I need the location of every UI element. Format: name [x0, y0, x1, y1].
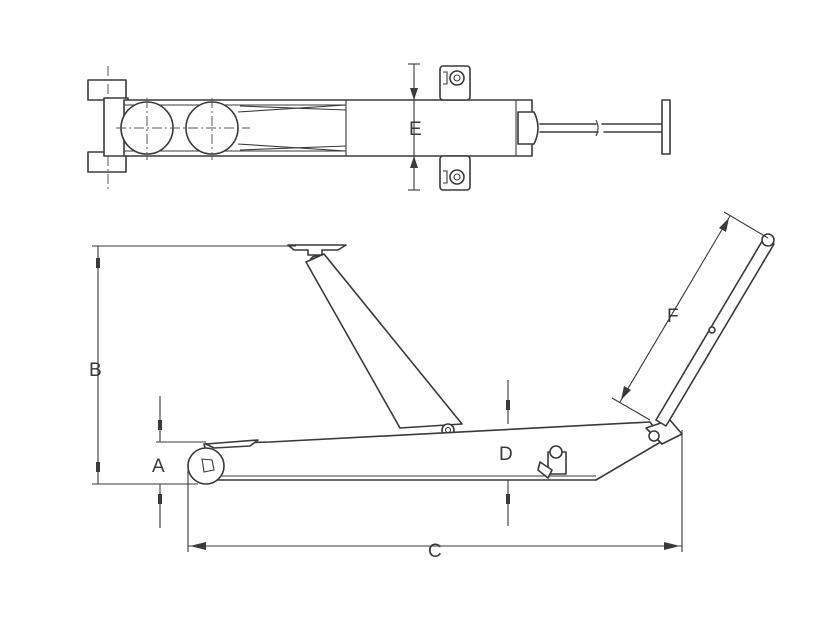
front-plate [205, 439, 259, 449]
handle-socket-pivot [648, 430, 660, 442]
top-handle-grip [661, 99, 671, 155]
handle-joint [708, 326, 716, 334]
top-castor-screw-lower-inner [453, 173, 461, 181]
label-e: E [409, 119, 422, 140]
lift-arm [305, 253, 463, 429]
top-pump-cap [517, 111, 539, 145]
dimension-d-mark-top [506, 400, 510, 410]
release-valve-lever [537, 461, 553, 479]
dimension-e-arrow-top [410, 88, 418, 100]
dimension-f-ext-bottom [611, 397, 651, 421]
dimension-c-arrow-right [664, 542, 680, 550]
top-view [87, 63, 671, 192]
dimension-f-arrow-top [719, 218, 729, 232]
top-castor-clip-upper [443, 71, 448, 85]
release-valve-knob [549, 445, 563, 459]
label-f: F [667, 306, 679, 327]
top-castor-screw-upper [449, 70, 465, 86]
side-view [92, 211, 775, 552]
dimension-a-mark-top [158, 420, 162, 430]
top-handle-break [595, 119, 599, 137]
top-castor-screw-upper-inner [453, 74, 461, 82]
dimension-d-mark-bottom [506, 494, 510, 504]
front-wheel [187, 447, 225, 485]
dimension-a-mark-bottom [158, 494, 162, 504]
label-b: B [89, 360, 102, 381]
label-c: C [428, 541, 442, 562]
dimension-b-mark-top [96, 258, 100, 268]
dimension-f-ext-top [723, 211, 769, 239]
top-front-bracket-upper [87, 79, 127, 101]
top-strut-upper-2 [239, 105, 347, 111]
dimension-f-line [619, 215, 731, 403]
dimension-f-arrow-bottom [621, 386, 631, 400]
front-wheel-hub [201, 458, 215, 473]
top-castor-screw-lower [449, 169, 465, 185]
dimension-b-mark-bottom [96, 462, 100, 472]
label-a: A [152, 456, 165, 477]
top-strut-lower-2 [239, 145, 347, 151]
dimension-e-arrow-bottom [410, 156, 418, 168]
top-frame [123, 99, 533, 157]
handle-end [761, 233, 775, 247]
top-castor-clip-lower [443, 170, 448, 184]
chassis [203, 421, 665, 481]
saddle [287, 244, 347, 256]
label-d: D [499, 444, 513, 465]
dimension-c-arrow-left [190, 542, 206, 550]
